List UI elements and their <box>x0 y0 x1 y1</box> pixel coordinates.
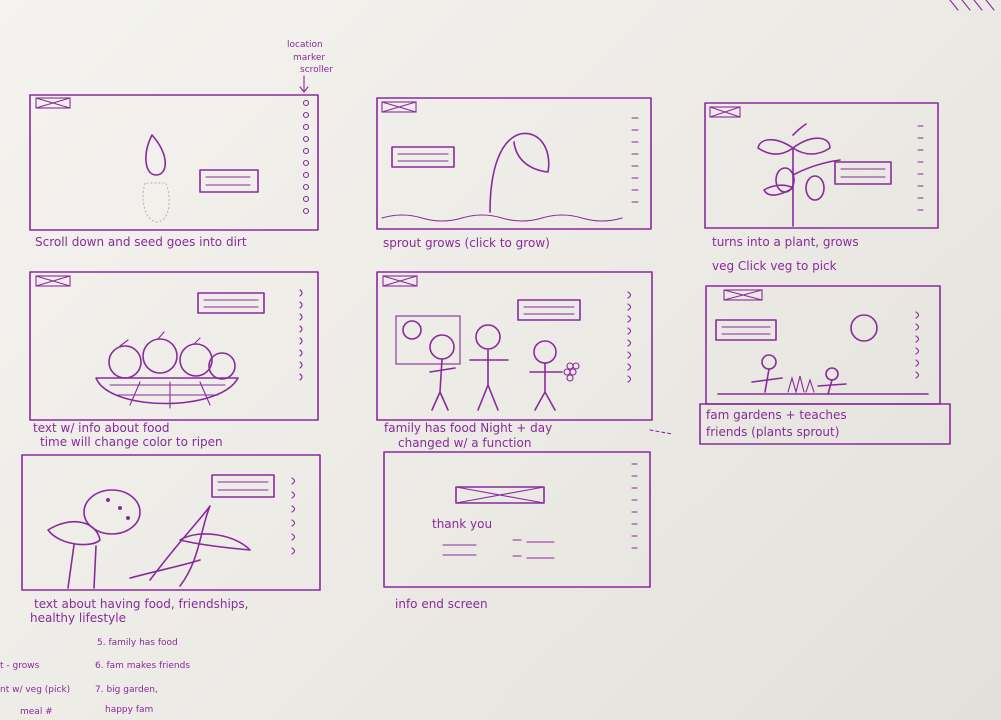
panel-3-caption-line-1: turns into a plant, grows <box>712 235 859 249</box>
sprout-drawing <box>381 132 623 222</box>
panel-4-caption-line-2: time will change color to ripen <box>40 435 223 449</box>
margin-note-1: t - grows <box>0 661 40 671</box>
spiral-binding <box>949 0 995 11</box>
side-note-4: happy fam <box>105 705 153 715</box>
panel-2-caption: sprout grows (click to grow) <box>383 236 550 250</box>
side-note-1: 5. family has food <box>97 638 178 648</box>
panel-4-caption-line-1: text w/ info about food <box>33 421 169 435</box>
panel-4: text w/ info about food time will change… <box>29 271 319 449</box>
sun-icon <box>850 314 878 342</box>
end-screen-logo-placeholder <box>455 486 545 504</box>
scroll-marker-dots <box>302 99 310 215</box>
garden-friends-drawing <box>717 354 929 395</box>
panel-5: family has food Night + day changed w/ a… <box>376 271 673 450</box>
family-drawing <box>395 315 580 411</box>
panel-1: Scroll down and seed goes into dirt <box>29 94 319 249</box>
plant-drawing <box>757 123 841 227</box>
margin-note-2: nt w/ veg (pick) <box>0 685 70 695</box>
annotation-line-3: scroller <box>300 65 333 75</box>
side-note-3: 7. big garden, <box>95 685 158 695</box>
panel-8: thank you info end screen <box>383 451 651 611</box>
food-basket-drawing <box>95 331 239 409</box>
location-marker-annotation: location marker scroller <box>287 40 333 93</box>
side-note-2: 6. fam makes friends <box>95 661 190 671</box>
banana-drawing <box>129 505 251 587</box>
lemon-drawing <box>47 489 141 589</box>
seed-drop-icon <box>145 134 167 176</box>
panel-8-caption: info end screen <box>395 597 488 611</box>
panel-6: fam gardens + teaches friends (plants sp… <box>699 285 951 445</box>
annotation-line-1: location <box>287 40 323 50</box>
panel-1-caption: Scroll down and seed goes into dirt <box>35 235 247 249</box>
margin-note-3: meal # <box>20 707 53 717</box>
side-notes: 5. family has food 6. fam makes friends … <box>95 638 190 715</box>
panel-6-caption-line-2: friends (plants sprout) <box>706 425 839 439</box>
panel-6-caption-line-1: fam gardens + teaches <box>706 408 847 422</box>
panel-7-caption-line-1: text about having food, friendships, <box>34 597 249 611</box>
panel-5-caption-line-2: changed w/ a function <box>398 436 531 450</box>
margin-notes: t - grows nt w/ veg (pick) meal # <box>0 661 70 717</box>
panel-3: turns into a plant, grows veg Click veg … <box>704 102 939 273</box>
thank-you-text: thank you <box>432 517 492 531</box>
annotation-line-2: marker <box>293 53 325 63</box>
panel-7: text about having food, friendships, hea… <box>21 454 321 625</box>
panel-7-caption-line-2: healthy lifestyle <box>30 611 126 625</box>
panel-2: sprout grows (click to grow) <box>376 97 652 250</box>
panel-5-caption-line-1: family has food Night + day <box>384 421 552 435</box>
panel-3-caption-line-2: veg Click veg to pick <box>712 259 837 273</box>
